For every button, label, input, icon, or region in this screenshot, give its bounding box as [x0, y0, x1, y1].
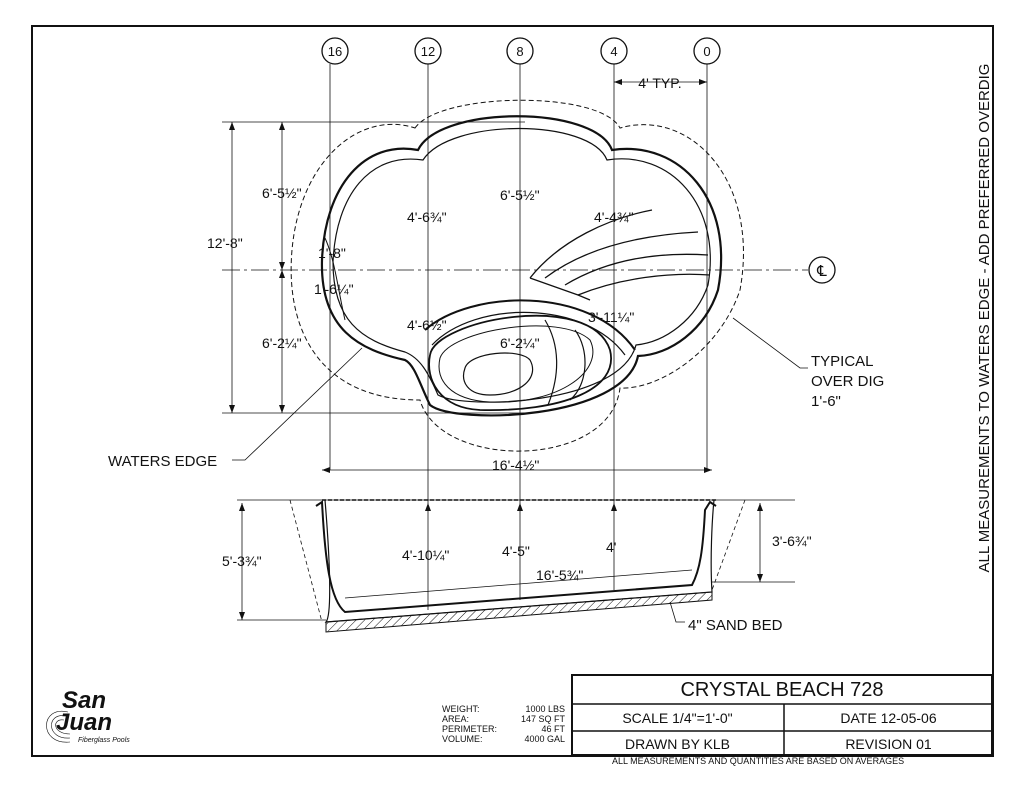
dim-typ-spacing: 4' TYP. [638, 75, 681, 91]
grid-markers: 16 12 8 4 0 [321, 37, 721, 65]
left-step-line [324, 237, 346, 321]
footer-note: ALL MEASUREMENTS AND QUANTITIES ARE BASE… [612, 756, 905, 766]
dim-seat-center: 6'-2¼" [500, 335, 540, 351]
title-block-revision: REVISION 01 [845, 736, 932, 752]
grid-marker-8-label: 8 [516, 44, 523, 59]
shallow-seat-inner [438, 325, 594, 403]
dim-left-upper: 6'-5½" [262, 185, 302, 201]
entry-steps [529, 209, 711, 301]
spec-perimeter-value: 46 FT [541, 724, 565, 734]
dim-slope-length: 16'-5¾" [536, 567, 583, 583]
dim-section-right-depth: 3'-6¾" [772, 533, 812, 549]
spec-weight-label: WEIGHT: [442, 704, 480, 714]
dim-lobe-center-upper: 6'-5½" [500, 187, 540, 203]
san-juan-logo: San Juan Fiberglass Pools [46, 687, 130, 744]
dim-lobe-left-upper: 4'-6¾" [407, 209, 447, 225]
grid-marker-16-label: 16 [328, 44, 342, 59]
section-dimension-labels: 5'-3¾" 4'-10¼" 4'-5" 4' 16'-5¾" 3'-6¾" [222, 533, 812, 583]
extension-lines [222, 121, 530, 414]
dim-overall-width: 16'-4½" [492, 457, 539, 473]
title-block [571, 674, 993, 756]
dim-depth-4: 4' [606, 539, 616, 555]
seat-recess [463, 352, 534, 396]
grid-marker-12-label: 12 [421, 44, 435, 59]
spec-area-label: AREA: [442, 714, 470, 724]
dim-section-left-depth: 5'-3¾" [222, 553, 262, 569]
plan-dimension-lines [231, 81, 712, 471]
sheet-border [31, 25, 994, 757]
dimension-arrows [229, 79, 712, 473]
dim-step-lower: 1'-6¼" [314, 281, 354, 297]
shallow-seat [428, 314, 612, 411]
seat-divider [544, 319, 558, 406]
callout-over-dig: OVER DIG [811, 373, 884, 390]
logo-line2: Juan [56, 709, 112, 736]
dim-left-lower: 6'-2¼" [262, 335, 302, 351]
spec-perimeter-label: PERIMETER: [442, 724, 498, 734]
callout-over-dig-size: 1'-6" [811, 393, 841, 410]
side-note: ALL MEASUREMENTS TO WATERS EDGE - ADD PR… [976, 64, 993, 573]
dim-overall-length: 12'-8" [207, 235, 243, 251]
dim-lobe-left-lower: 4'-6½" [407, 317, 447, 333]
pool-shell-section [315, 500, 717, 614]
seat-divider-2 [569, 329, 586, 401]
callout-waters-edge: WATERS EDGE [108, 453, 217, 470]
spec-area-value: 147 SQ FT [520, 714, 565, 724]
spec-weight-value: 1000 LBS [525, 704, 565, 714]
dim-step-upper: 1'-8" [318, 245, 346, 261]
grid-marker-4-label: 4 [610, 44, 617, 59]
callout-leaders [232, 317, 808, 623]
dim-depth-12: 4'-10¼" [402, 547, 449, 563]
overdig-outline [290, 99, 744, 452]
grid-marker-16 [321, 37, 349, 65]
logo-tagline: Fiberglass Pools [78, 737, 130, 744]
logo-swirl [46, 710, 71, 743]
title-block-drawn-by: DRAWN BY KLB [624, 736, 731, 752]
pool-inner-edge [332, 127, 711, 403]
logo-line1: San [62, 687, 106, 714]
centerline-marker [808, 256, 836, 284]
bench-inner [431, 311, 626, 356]
callout-sand-bed: 4" SAND BED [688, 617, 783, 634]
title-block-scale: SCALE 1/4"=1'-0" [622, 710, 733, 726]
callout-labels: TYPICAL OVER DIG 1'-6" WATERS EDGE 4" SA… [108, 353, 884, 634]
dim-bench-right: 3'-11¼" [588, 309, 634, 325]
bench-edge [424, 299, 636, 351]
spec-volume-label: VOLUME: [442, 734, 483, 744]
grid-marker-0-label: 0 [703, 44, 710, 59]
title-block-lines [571, 703, 993, 756]
callout-typical: TYPICAL [811, 353, 874, 370]
spec-volume-value: 4000 GAL [524, 734, 565, 744]
plan-dimension-labels: 4' TYP. 6'-5½" 12'-8" 6'-2¼" 4'-6¾" 6'-5… [207, 75, 682, 473]
dim-lobe-right-upper: 4'-4¾" [594, 209, 634, 225]
centerline-symbol: ℄ [816, 263, 827, 280]
sand-bed-hatch [325, 591, 713, 633]
dim-depth-8: 4'-5" [502, 543, 530, 559]
title-block-title: CRYSTAL BEACH 728 [680, 678, 884, 701]
pool-waters-edge [320, 115, 723, 417]
title-block-date: DATE 12-05-06 [840, 710, 937, 726]
section-view [237, 499, 795, 633]
